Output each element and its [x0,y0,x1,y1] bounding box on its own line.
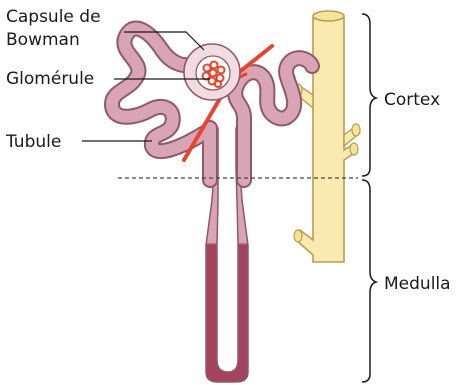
cortex-brace [362,14,376,176]
bowman-capsule [184,44,240,100]
medulla-label: Medulla [384,274,451,294]
tubule-label: Tubule [5,132,61,152]
glomerule-label: Glomérule [6,69,94,89]
capsule-label-line2: Bowman [6,30,80,50]
capsule-label-line1: Capsule de [6,7,101,27]
collecting-duct [294,11,360,262]
cortex-label: Cortex [384,90,440,110]
medulla-brace [362,180,376,382]
